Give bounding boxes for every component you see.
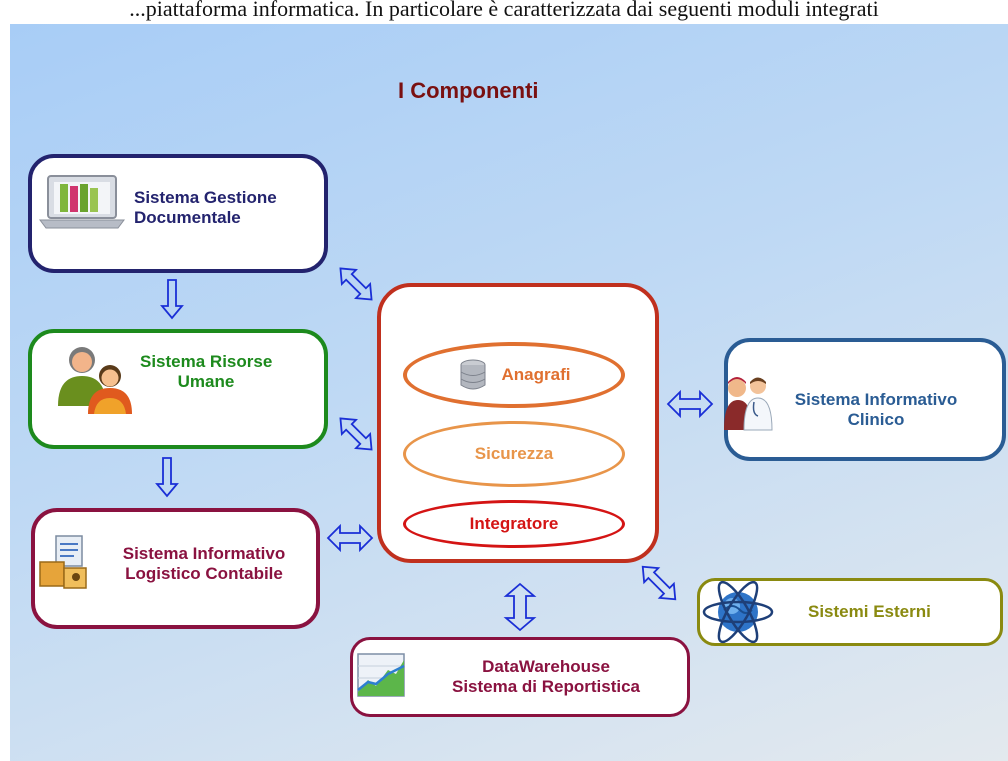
oval-sicurezza: Sicurezza <box>403 421 625 487</box>
arrow-center-datawarehouse <box>503 582 537 632</box>
box-informativo-clinico-line1: Sistema Informativo <box>794 390 958 409</box>
box-risorse-umane-line1: Sistema Risorse <box>140 352 273 371</box>
arrow-down-risorse-logistico <box>155 457 179 498</box>
arrow-documentale-center <box>339 267 373 301</box>
users-icon <box>58 347 132 414</box>
arrow-down-documentale-risorse <box>160 279 184 320</box>
oval-anagrafi: Anagrafi <box>403 342 625 408</box>
logistics-boxes-icon <box>39 535 87 589</box>
laptop-documents-icon <box>39 175 125 229</box>
box-documentale-line2: Documentale <box>134 208 241 227</box>
globe-atom-icon <box>702 580 774 644</box>
doctor-patient-icon <box>724 377 773 431</box>
oval-anagrafi-label: Anagrafi <box>501 365 571 384</box>
oval-integratore: Integratore <box>403 500 625 548</box>
oval-integratore-label: Integratore <box>469 514 559 533</box>
box-documentale-label: Sistema Gestione Documentale <box>134 188 277 228</box>
oval-sicurezza-label: Sicurezza <box>474 444 554 463</box>
arrow-logistico-center <box>326 523 374 553</box>
box-logistico-contabile-line1: Sistema Informativo <box>122 544 286 563</box>
header-text: ...piattaforma informatica. In particola… <box>129 0 879 21</box>
box-risorse-umane-line2: Umane <box>177 372 235 391</box>
box-risorse-umane-label: Sistema Risorse Umane <box>140 352 272 392</box>
box-datawarehouse <box>350 637 690 717</box>
box-datawarehouse-label: DataWarehouse Sistema di Reportistica <box>410 657 682 697</box>
box-logistico-contabile-line2: Logistico Contabile <box>125 564 283 583</box>
arrow-center-esterni <box>641 565 677 601</box>
page-title: I Componenti <box>398 78 539 103</box>
box-informativo-clinico <box>724 338 1006 461</box>
box-datawarehouse-line2: Sistema di Reportistica <box>451 677 640 696</box>
chart-icon <box>357 653 405 697</box>
arrow-center-clinico <box>666 389 714 419</box>
box-logistico-contabile-label: Sistema Informativo Logistico Contabile <box>96 544 312 584</box>
box-informativo-clinico-label: Sistema Informativo Clinico <box>776 390 976 430</box>
box-informativo-clinico-line2: Clinico <box>847 410 905 429</box>
box-sistemi-esterni-label: Sistemi Esterni <box>808 602 931 621</box>
box-datawarehouse-line1: DataWarehouse <box>482 657 610 676</box>
box-documentale-line1: Sistema Gestione <box>134 188 277 207</box>
arrow-risorse-center <box>339 417 373 451</box>
database-icon <box>460 359 486 390</box>
